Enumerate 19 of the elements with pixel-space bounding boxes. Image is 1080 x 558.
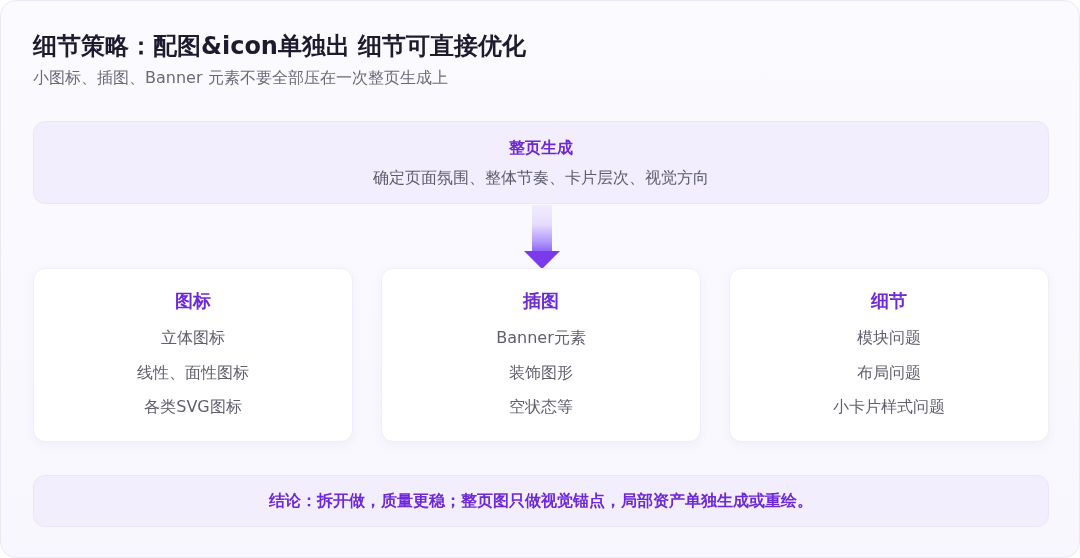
subtitle-text: 小图标、插图、Banner 元素不要全部压在一次整页生成上 [33, 67, 448, 89]
list-item: 线性、面性图标 [137, 361, 249, 384]
list-item: 各类SVG图标 [144, 396, 242, 418]
conclusion-text: 结论：拆开做，质量更稳；整页图只做视觉锚点，局部资产单独生成或重绘。 [269, 490, 813, 512]
list-item: 布局问题 [857, 361, 921, 384]
list-item: Banner元素 [496, 327, 586, 349]
title-text: 细节策略：配图&icon单独出 细节可直接优化 [33, 31, 527, 62]
list-item: 装饰图形 [509, 361, 573, 384]
card-heading: 细节 [871, 289, 907, 313]
list-item: 空状态等 [509, 396, 573, 418]
category-card [381, 268, 701, 442]
card-heading: 图标 [175, 289, 211, 313]
list-item: 小卡片样式问题 [833, 396, 945, 418]
card-heading: 插图 [523, 289, 559, 313]
list-item: 模块问题 [857, 327, 921, 349]
stage-heading: 整页生成 [509, 137, 573, 159]
list-item: 立体图标 [161, 327, 225, 349]
stage-description: 确定页面氛围、整体节奏、卡片层次、视觉方向 [373, 167, 709, 189]
arrow [524, 205, 560, 269]
